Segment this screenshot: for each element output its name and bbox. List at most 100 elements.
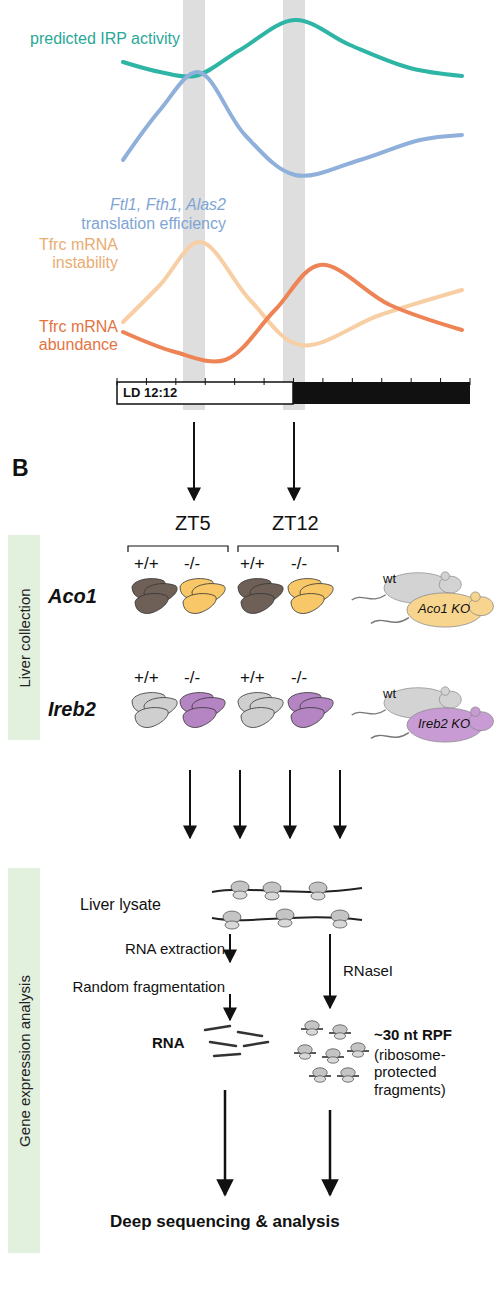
ribosome-small xyxy=(225,921,239,929)
liver-icon xyxy=(291,708,324,728)
time-tick xyxy=(440,378,441,385)
flow-arrow xyxy=(239,770,241,838)
rna-fragment xyxy=(214,1054,240,1056)
liver-icon xyxy=(183,708,216,728)
mouse-label: Aco1 KO xyxy=(418,602,488,617)
curve-label: Ftl1, Fth1, Alas2 xyxy=(0,196,226,214)
flow-arrow xyxy=(189,770,191,838)
genotype-label: -/- xyxy=(184,668,229,688)
liver-icon xyxy=(135,594,168,614)
time-tick xyxy=(234,378,235,385)
flow-arrow xyxy=(293,422,295,500)
mouse-ear xyxy=(471,707,481,717)
time-tick xyxy=(146,378,147,385)
rna-fragment xyxy=(244,1042,268,1046)
mouse-label: wt xyxy=(383,687,413,702)
step-label: RNA extraction xyxy=(50,940,225,957)
section-band: Gene expression analysis xyxy=(8,868,40,1253)
step-label: Random fragmentation xyxy=(70,978,225,995)
step-label: RNaseI xyxy=(343,962,423,979)
ribosome-small xyxy=(306,1029,317,1035)
flow-arrow xyxy=(224,1090,227,1195)
time-tick xyxy=(470,378,471,385)
flow-arrow xyxy=(229,934,231,962)
liver-icon xyxy=(241,708,274,728)
genotype-label: +/+ xyxy=(240,554,285,574)
mrna-instability-curve xyxy=(123,242,462,345)
output-label: Deep sequencing & analysis xyxy=(110,1212,410,1232)
rna-fragment xyxy=(210,1042,236,1046)
mouse-tail xyxy=(352,710,386,715)
sample-label: ~30 nt RPF xyxy=(374,1026,484,1043)
genotype-label: -/- xyxy=(291,554,336,574)
ribosome-small xyxy=(334,1033,345,1039)
liver-icon xyxy=(183,594,216,614)
time-tick xyxy=(381,378,382,385)
genotype-label: -/- xyxy=(291,668,336,688)
curve-label: Tfrc mRNA instability xyxy=(23,236,118,273)
time-tick xyxy=(352,378,353,385)
group-bracket xyxy=(238,546,338,552)
rna-fragment xyxy=(205,1026,230,1030)
sample-label: RNA xyxy=(152,1034,202,1051)
time-tick xyxy=(322,378,323,385)
curve-label: translation efficiency xyxy=(0,215,226,233)
mouse-tail xyxy=(352,595,386,600)
group-bracket xyxy=(128,546,228,552)
ribosome-small xyxy=(327,1057,338,1063)
section-band: Liver collection xyxy=(8,535,40,740)
liver-icon xyxy=(241,594,274,614)
ribosome-small xyxy=(265,892,279,900)
mouse-label: Ireb2 KO xyxy=(418,717,488,732)
ribosome-small xyxy=(311,892,325,900)
genotype-label: +/+ xyxy=(134,554,179,574)
mouse-tail xyxy=(371,618,409,624)
flow-arrow xyxy=(229,994,231,1020)
ribosome-small xyxy=(278,919,292,927)
genotype-label: +/+ xyxy=(240,668,285,688)
time-tick xyxy=(264,378,265,385)
liver-icon xyxy=(135,708,168,728)
genotype-gene: Ireb2 xyxy=(48,698,118,721)
flow-arrow xyxy=(329,1110,332,1195)
mouse-ear xyxy=(441,572,450,581)
step-label: Liver lysate xyxy=(80,896,205,914)
time-tick xyxy=(205,378,206,385)
time-point-label: ZT12 xyxy=(272,512,342,535)
time-tick xyxy=(293,378,294,385)
time-tick xyxy=(175,378,176,385)
curve-label: Tfrc mRNA abundance xyxy=(23,318,118,355)
time-highlight-band xyxy=(283,0,305,410)
mouse-tail xyxy=(371,733,409,739)
rna-fragment xyxy=(238,1032,262,1036)
translation-efficiency-curve xyxy=(123,72,462,176)
mouse-ear xyxy=(441,687,450,696)
flow-arrow xyxy=(339,770,341,838)
genotype-label: +/+ xyxy=(134,668,179,688)
ribosome-small xyxy=(342,1076,353,1082)
mouse-icon xyxy=(371,592,494,627)
irp-activity-curve xyxy=(123,20,462,77)
ribosome-small xyxy=(352,1051,363,1057)
ribosome-small xyxy=(299,1053,310,1059)
section-label: Liver collection xyxy=(16,588,33,687)
ribosome-small xyxy=(314,1076,325,1082)
sample-label: (ribosome-protected fragments) xyxy=(374,1046,484,1098)
panel-letter: B xyxy=(12,455,42,481)
flow-arrow xyxy=(193,422,195,500)
genotype-gene: Aco1 xyxy=(48,585,118,608)
ld-cycle-label: LD 12:12 xyxy=(123,386,203,401)
genotype-label: -/- xyxy=(184,554,229,574)
mrna-abundance-curve xyxy=(123,265,462,362)
time-tick xyxy=(117,378,118,385)
mouse-ear xyxy=(471,592,481,602)
curve-label: predicted IRP activity xyxy=(30,30,230,48)
time-tick xyxy=(411,378,412,385)
flow-arrow xyxy=(289,770,291,838)
light-phase-bar xyxy=(117,382,293,404)
section-label: Gene expression analysis xyxy=(16,975,33,1147)
time-point-label: ZT5 xyxy=(175,512,235,535)
mouse-label: wt xyxy=(383,572,413,587)
dark-phase-bar xyxy=(293,382,470,404)
ribosome-small xyxy=(333,920,347,928)
